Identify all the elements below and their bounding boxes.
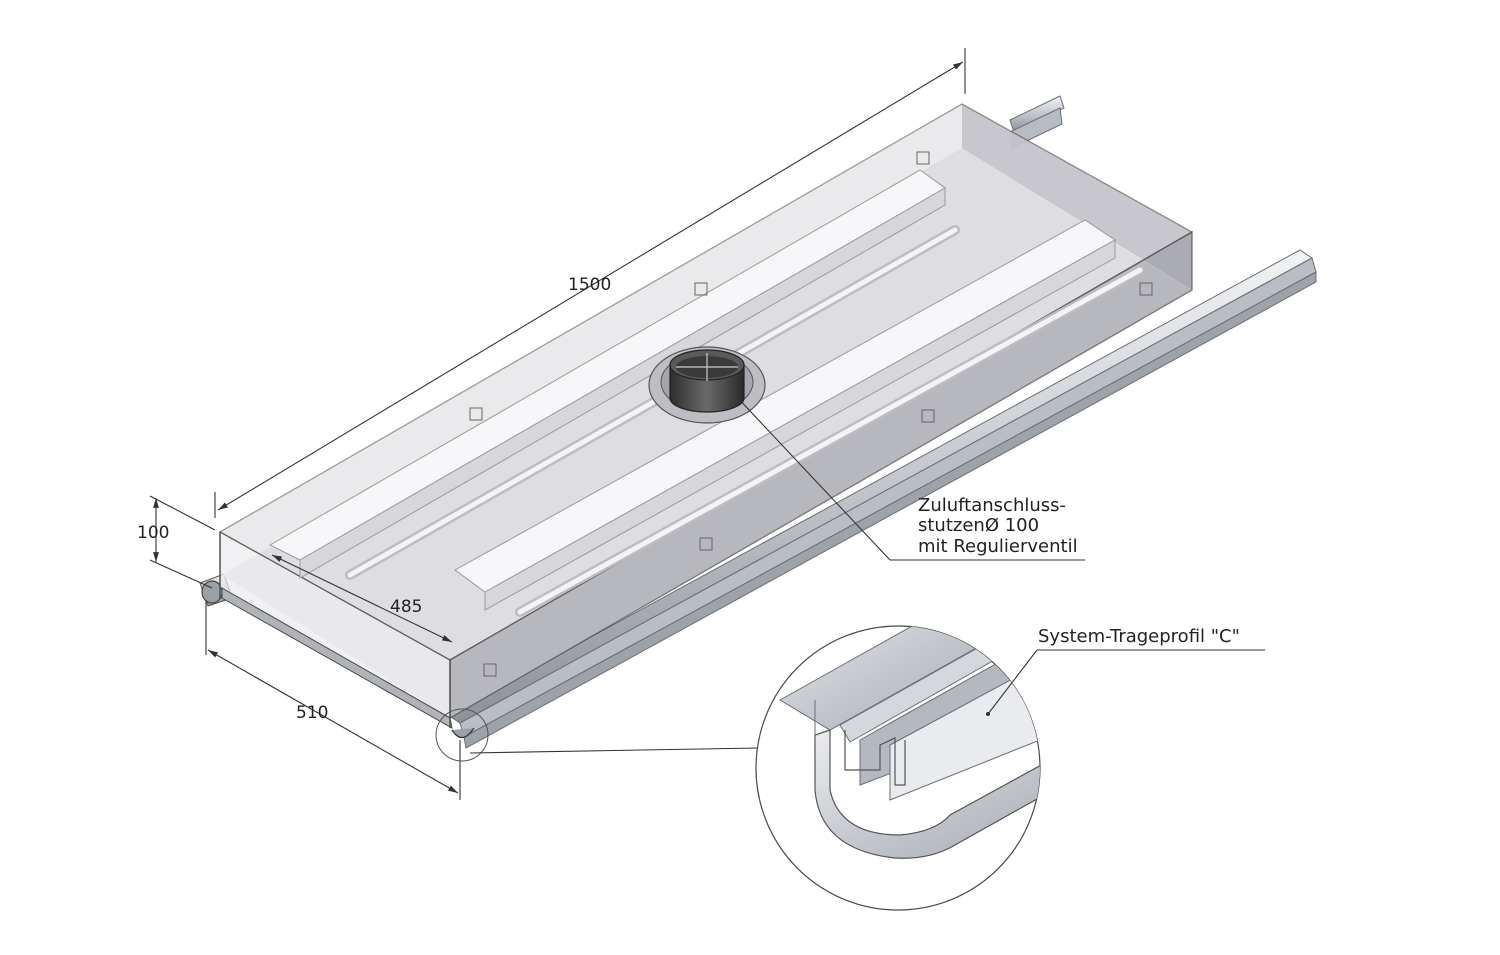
dimension-length: 1500 (214, 48, 966, 518)
profile-detail-view (755, 625, 1041, 911)
supply-air-connector (648, 346, 766, 424)
detail-marker (435, 708, 759, 762)
dimension-length-label: 1500 (568, 275, 611, 295)
dimension-outer-width: 510 (205, 600, 461, 800)
supply-air-label-line3: mit Regulierventil (918, 536, 1078, 557)
supply-air-label-line1: Zuluftanschluss- (918, 495, 1066, 516)
dimension-inner-width: 485 (271, 554, 453, 643)
dimension-outer-width-label: 510 (296, 703, 328, 723)
profile-label: System-Trageprofil "C" (1038, 626, 1240, 647)
dimension-height-label: 100 (137, 523, 169, 543)
leader-supply-air: Zuluftanschluss- stutzenØ 100 mit Reguli… (734, 394, 1085, 561)
dimension-height: 100 (137, 495, 216, 589)
supply-air-label-line2: stutzenØ 100 (918, 515, 1039, 536)
leader-profile: System-Trageprofil "C" (986, 626, 1265, 716)
dimension-inner-width-label: 485 (390, 597, 422, 617)
